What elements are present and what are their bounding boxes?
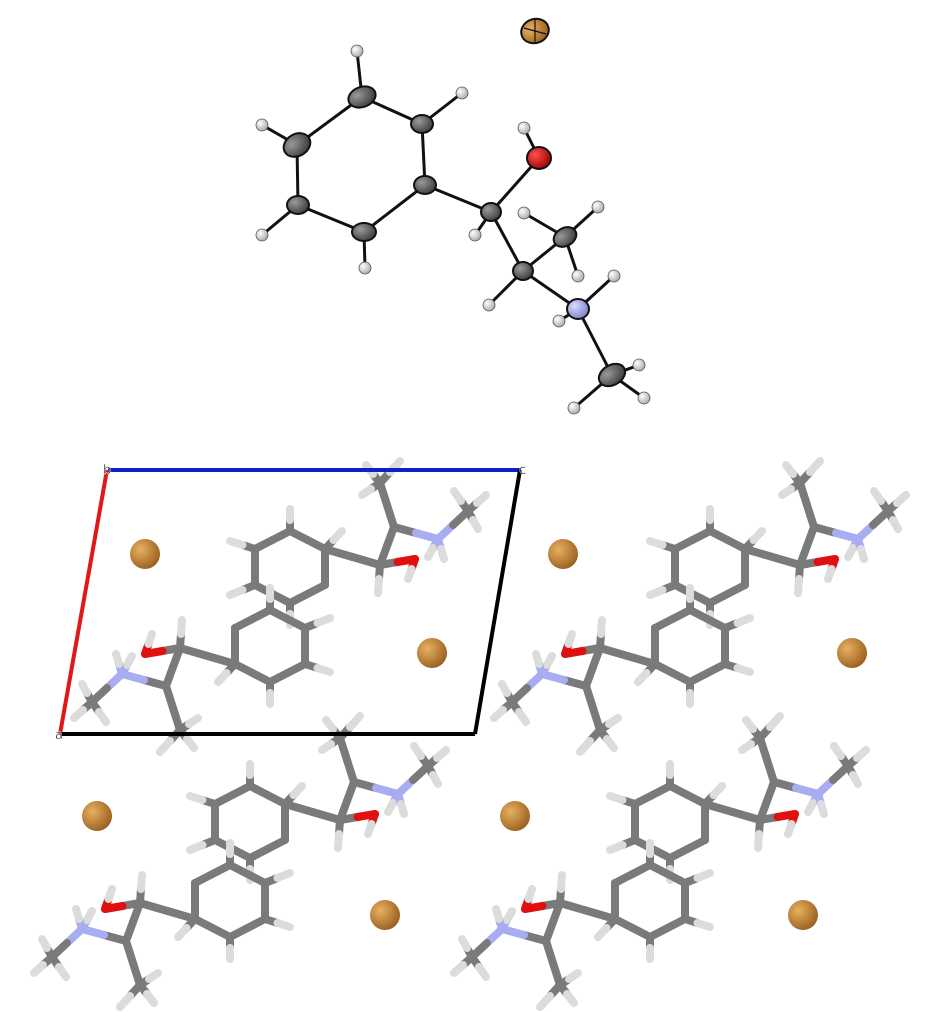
ortep-nitrogen-atom <box>566 298 590 320</box>
bromide-ion-6 <box>500 801 530 831</box>
packed-molecule-8 <box>450 839 714 1011</box>
packed-molecule-7 <box>30 839 294 1011</box>
packed-molecule-6 <box>490 584 754 756</box>
cell-label-a: a <box>55 728 63 743</box>
cell-edge-right <box>473 469 522 735</box>
ortep-bonds <box>260 49 646 410</box>
ortep-hydrogen-atoms <box>255 44 651 415</box>
bromide-ion-4 <box>837 638 867 668</box>
packed-molecule-1 <box>226 457 490 629</box>
bromide-ion-8 <box>788 900 818 930</box>
unit-cell: b c a <box>55 463 527 743</box>
cell-axis-b-a <box>58 469 109 735</box>
ortep-bromide-ion <box>520 17 550 45</box>
ortep-carbon-atoms <box>282 85 627 388</box>
cell-label-c: c <box>519 463 526 478</box>
packed-molecule-5 <box>70 584 334 756</box>
bromide-ion-1 <box>130 539 160 569</box>
bromide-ion-5 <box>82 801 112 831</box>
packed-molecule-3 <box>186 712 450 884</box>
bromide-ion-3 <box>548 539 578 569</box>
ortep-oxygen-atom <box>526 146 552 170</box>
packed-molecule-4 <box>606 712 870 884</box>
bromide-ion-7 <box>370 900 400 930</box>
ortep-molecule <box>255 17 651 415</box>
packing-diagram <box>30 457 910 1011</box>
cell-label-b: b <box>103 463 111 478</box>
bromide-ion-2 <box>417 638 447 668</box>
